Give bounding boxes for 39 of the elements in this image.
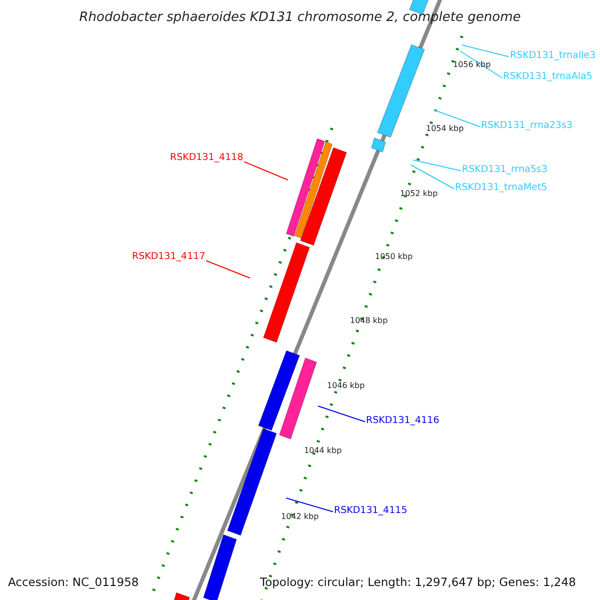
gene-label: RSKD131_rrna5s3 [462, 165, 548, 174]
scale-tick-label: 1054 kbp [426, 125, 464, 133]
gene-label: RSKD131_rrna23s3 [481, 121, 572, 130]
scale-tick-label: 1048 kbp [350, 317, 388, 325]
leader-line [462, 44, 510, 58]
scale-tick-label: 1044 kbp [304, 447, 342, 455]
gene-label: RSKD131_trnaMet5 [455, 183, 548, 192]
leader-line [244, 161, 288, 180]
gene-bar [263, 242, 310, 343]
gene-bar [294, 141, 333, 239]
gene-bar [376, 44, 426, 138]
leader-line [318, 406, 366, 422]
scale-tick-label: 1050 kbp [375, 253, 413, 261]
gene-bar [278, 357, 318, 440]
scale-tick-label: 1042 kbp [281, 513, 319, 521]
gene-bar [286, 138, 326, 237]
gene-label: RSKD131_4117 [132, 252, 206, 262]
map-title: Rhodobacter sphaeroides KD131 chromosome 2, complete genome [78, 11, 522, 24]
gene-bar [300, 147, 348, 246]
gene-bar [258, 350, 300, 431]
genome-summary-text: Topology: circular; Length: 1,297,647 bp; Genes: 1,248 [260, 577, 576, 588]
accession-text: Accession: NC_011958 [8, 577, 139, 588]
leader-line [412, 160, 462, 172]
leader-line [434, 110, 480, 128]
leader-line [206, 260, 250, 278]
gene-bar [370, 137, 386, 153]
gene-label: RSKD131_trnaIle3 [510, 51, 596, 60]
leader-line [410, 164, 454, 190]
gene-label: RSKD131_trnaAla5 [503, 72, 592, 82]
gene-label: RSKD131_4116 [366, 416, 440, 426]
gene-label: RSKD131_4118 [170, 153, 244, 162]
gene-bar [227, 428, 277, 536]
leader-line [286, 498, 334, 512]
gene-bar [203, 534, 237, 600]
scale-tick-label: 1046 kbp [327, 382, 365, 390]
gene-label: RSKD131_4115 [334, 506, 408, 516]
scale-tick-label: 1052 kbp [400, 190, 438, 198]
leader-line [460, 50, 502, 78]
gene-bar [173, 592, 190, 600]
